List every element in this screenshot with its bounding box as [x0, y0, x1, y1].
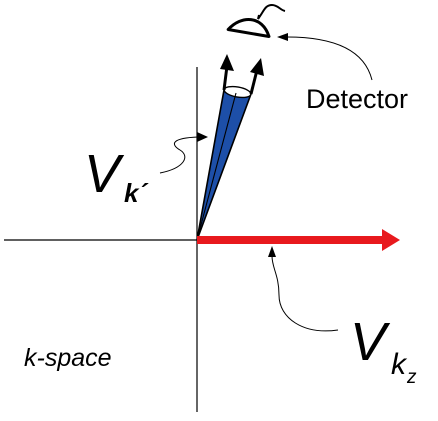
- vkz-label: V k z: [350, 312, 417, 388]
- view-cone: [196, 54, 264, 241]
- vkprime-leader: [159, 136, 199, 174]
- vkprime-label: V k´: [84, 144, 148, 208]
- detector-label: Detector: [306, 84, 408, 114]
- vkprime-sub: k´: [124, 178, 148, 208]
- vkz-main: V: [350, 312, 391, 372]
- kz-vector: [197, 229, 400, 251]
- detector-icon: [226, 3, 286, 38]
- kspace-label: k-space: [24, 344, 112, 372]
- vkz-sub: k: [391, 348, 408, 381]
- vkprime-main: V: [84, 144, 125, 204]
- vkz-subsub: z: [406, 367, 417, 388]
- detector-leader: [286, 36, 373, 81]
- vkz-leader: [271, 255, 339, 332]
